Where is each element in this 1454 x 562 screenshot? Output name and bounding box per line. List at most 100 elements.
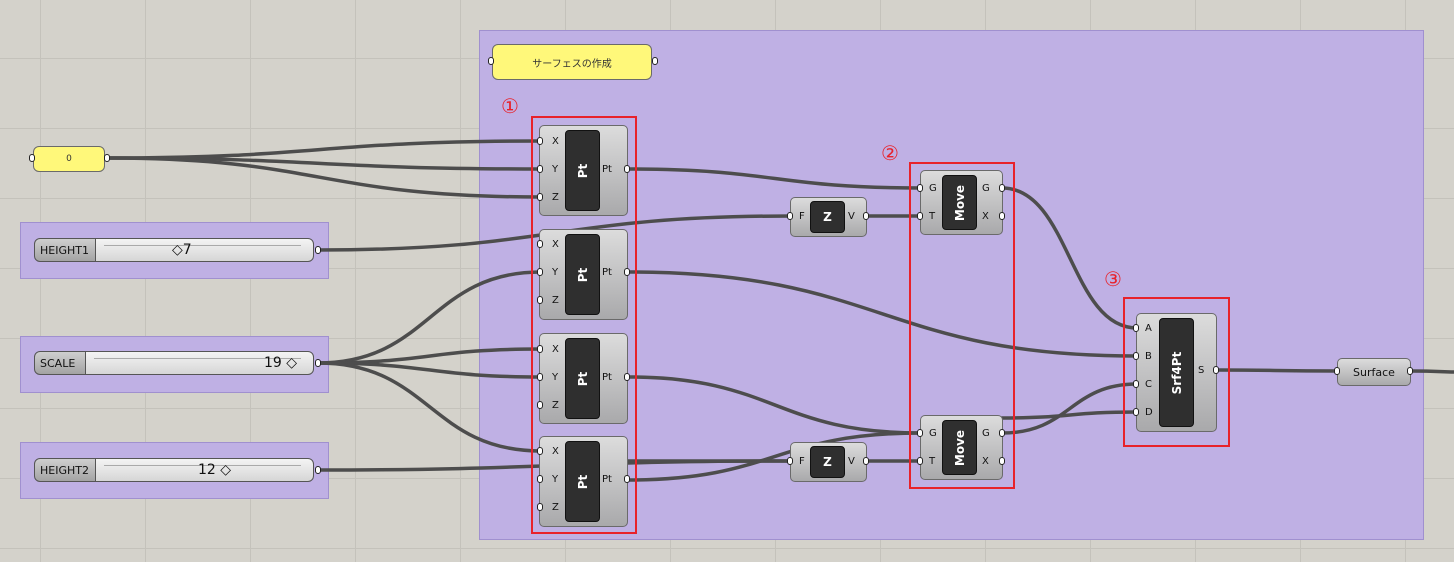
z-component-2[interactable]: F Z V bbox=[790, 442, 867, 482]
z2-v-port[interactable] bbox=[863, 457, 869, 465]
scale-slider-value[interactable]: 19 ◇ bbox=[264, 355, 298, 371]
height1-slider-value[interactable]: ◇7 bbox=[172, 242, 192, 258]
height2-slider-track[interactable]: 12 ◇ bbox=[95, 458, 314, 482]
zero-panel[interactable]: 0 bbox=[33, 146, 105, 172]
zero-panel-out-port[interactable] bbox=[104, 154, 110, 162]
group-panel-out-port[interactable] bbox=[652, 57, 658, 65]
move2-output-g: G bbox=[982, 428, 990, 439]
surface-param[interactable]: Surface bbox=[1337, 358, 1411, 386]
pt-component-3[interactable]: X Y Z Pt Pt bbox=[539, 333, 628, 424]
wire-scale-to-pt2-y bbox=[316, 270, 543, 365]
srf-s-port[interactable] bbox=[1213, 366, 1219, 374]
slider-knob-icon: ◇ bbox=[172, 242, 183, 258]
srf-a-port[interactable] bbox=[1133, 324, 1139, 332]
pt4-input-x: X bbox=[552, 446, 559, 457]
pt1-out-port[interactable] bbox=[624, 165, 630, 173]
slider-knob-icon: ◇ bbox=[286, 355, 298, 371]
pt3-core[interactable]: Pt bbox=[565, 338, 600, 419]
z1-f-port[interactable] bbox=[787, 212, 793, 220]
pt3-input-x: X bbox=[552, 344, 559, 355]
srf-core[interactable]: Srf4Pt bbox=[1159, 318, 1194, 427]
move1-output-x: X bbox=[982, 211, 989, 222]
pt4-z-port[interactable] bbox=[537, 503, 543, 511]
pt4-x-port[interactable] bbox=[537, 447, 543, 455]
move1-g-in-port[interactable] bbox=[917, 184, 923, 192]
z1-output-v: V bbox=[848, 211, 855, 222]
pt2-y-port[interactable] bbox=[537, 268, 543, 276]
pt2-input-y: Y bbox=[552, 267, 559, 278]
move1-x-out-port[interactable] bbox=[999, 212, 1005, 220]
height1-slider-out-port[interactable] bbox=[315, 246, 321, 254]
pt4-out-port[interactable] bbox=[624, 475, 630, 483]
height2-slider-out-port[interactable] bbox=[315, 466, 321, 474]
pt2-input-z: Z bbox=[552, 295, 559, 306]
annotation-number-2: ② bbox=[881, 141, 899, 165]
group-panel-in-port[interactable] bbox=[488, 57, 494, 65]
z-component-1[interactable]: F Z V bbox=[790, 197, 867, 237]
pt-component-4[interactable]: X Y Z Pt Pt bbox=[539, 436, 628, 527]
move1-t-in-port[interactable] bbox=[917, 212, 923, 220]
pt2-core[interactable]: Pt bbox=[565, 234, 600, 315]
pt4-y-port[interactable] bbox=[537, 475, 543, 483]
move-component-2[interactable]: G T Move G X bbox=[920, 415, 1003, 480]
wire-pt1-to-move1-g bbox=[626, 167, 923, 190]
height1-slider-track[interactable]: ◇7 bbox=[95, 238, 314, 262]
pt2-x-port[interactable] bbox=[537, 240, 543, 248]
wire-scale-to-pt3-x bbox=[316, 347, 543, 365]
move2-t-in-port[interactable] bbox=[917, 457, 923, 465]
z1-v-port[interactable] bbox=[863, 212, 869, 220]
pt3-z-port[interactable] bbox=[537, 401, 543, 409]
scale-slider-ticks bbox=[94, 358, 301, 364]
scale-slider-track[interactable]: 19 ◇ bbox=[85, 351, 314, 375]
zero-panel-text: 0 bbox=[66, 154, 72, 164]
pt-component-2[interactable]: X Y Z Pt Pt bbox=[539, 229, 628, 320]
move2-g-in-port[interactable] bbox=[917, 429, 923, 437]
pt4-core[interactable]: Pt bbox=[565, 441, 600, 522]
z1-input-f: F bbox=[799, 211, 805, 222]
z2-f-port[interactable] bbox=[787, 457, 793, 465]
pt3-out-port[interactable] bbox=[624, 373, 630, 381]
z2-name: Z bbox=[823, 455, 832, 469]
wire-move1-to-srf-a bbox=[1000, 186, 1139, 330]
srf-d-port[interactable] bbox=[1133, 408, 1139, 416]
pt2-out-port[interactable] bbox=[624, 268, 630, 276]
zero-panel-in-port[interactable] bbox=[29, 154, 35, 162]
pt2-z-port[interactable] bbox=[537, 296, 543, 304]
move2-x-out-port[interactable] bbox=[999, 457, 1005, 465]
height1-slider[interactable]: HEIGHT1 ◇7 bbox=[34, 238, 314, 262]
pt1-z-port[interactable] bbox=[537, 193, 543, 201]
pt1-core[interactable]: Pt bbox=[565, 130, 600, 211]
pt4-output: Pt bbox=[602, 474, 612, 485]
move-component-1[interactable]: G T Move G X bbox=[920, 170, 1003, 235]
pt1-input-x: X bbox=[552, 136, 559, 147]
move1-g-out-port[interactable] bbox=[999, 184, 1005, 192]
z2-core[interactable]: Z bbox=[810, 446, 845, 478]
pt3-x-port[interactable] bbox=[537, 345, 543, 353]
z1-core[interactable]: Z bbox=[810, 201, 845, 233]
wire-scale-to-pt4-x bbox=[316, 361, 543, 453]
pt3-y-port[interactable] bbox=[537, 373, 543, 381]
srf-c-port[interactable] bbox=[1133, 380, 1139, 388]
pt4-input-y: Y bbox=[552, 474, 559, 485]
scale-slider[interactable]: SCALE 19 ◇ bbox=[34, 351, 314, 375]
pt3-input-z: Z bbox=[552, 400, 559, 411]
move2-core[interactable]: Move bbox=[942, 420, 977, 475]
move2-g-out-port[interactable] bbox=[999, 429, 1005, 437]
z2-output-v: V bbox=[848, 456, 855, 467]
srf-b-port[interactable] bbox=[1133, 352, 1139, 360]
scale-slider-out-port[interactable] bbox=[315, 359, 321, 367]
surface-in-port[interactable] bbox=[1334, 367, 1340, 375]
slider-knob-icon: ◇ bbox=[220, 462, 232, 478]
move2-input-t: T bbox=[929, 456, 936, 467]
srf4pt-component[interactable]: A B C D Srf4Pt S bbox=[1136, 313, 1217, 432]
pt-component-1[interactable]: X Y Z Pt Pt bbox=[539, 125, 628, 216]
surface-out-port[interactable] bbox=[1407, 367, 1413, 375]
move1-core[interactable]: Move bbox=[942, 175, 977, 230]
pt1-x-port[interactable] bbox=[537, 137, 543, 145]
pt1-input-z: Z bbox=[552, 192, 559, 203]
height2-slider-value[interactable]: 12 ◇ bbox=[198, 462, 232, 478]
pt1-y-port[interactable] bbox=[537, 165, 543, 173]
group-title-panel[interactable]: サーフェスの作成 bbox=[492, 44, 652, 80]
height2-slider[interactable]: HEIGHT2 12 ◇ bbox=[34, 458, 314, 482]
